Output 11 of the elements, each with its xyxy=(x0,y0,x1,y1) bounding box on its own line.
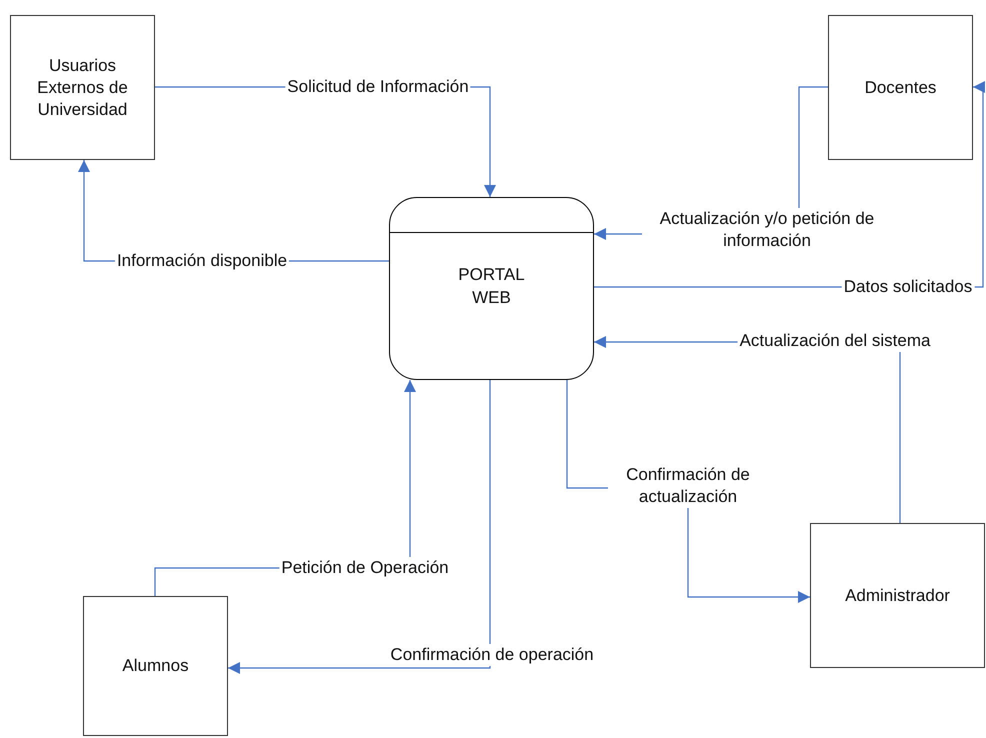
entity-label: Docentes xyxy=(864,76,938,98)
entity-label: Administrador xyxy=(844,584,951,606)
entity-box xyxy=(828,15,973,160)
process-box xyxy=(389,197,594,380)
entity-label: Alumnos xyxy=(121,655,190,677)
entity-box xyxy=(10,15,155,160)
entity-box xyxy=(810,523,985,668)
entity-label: Usuarios Externos de Universidad xyxy=(36,54,129,120)
entity-box xyxy=(83,596,228,736)
process-label: PORTAL WEB xyxy=(457,264,526,309)
arrow xyxy=(228,380,491,674)
